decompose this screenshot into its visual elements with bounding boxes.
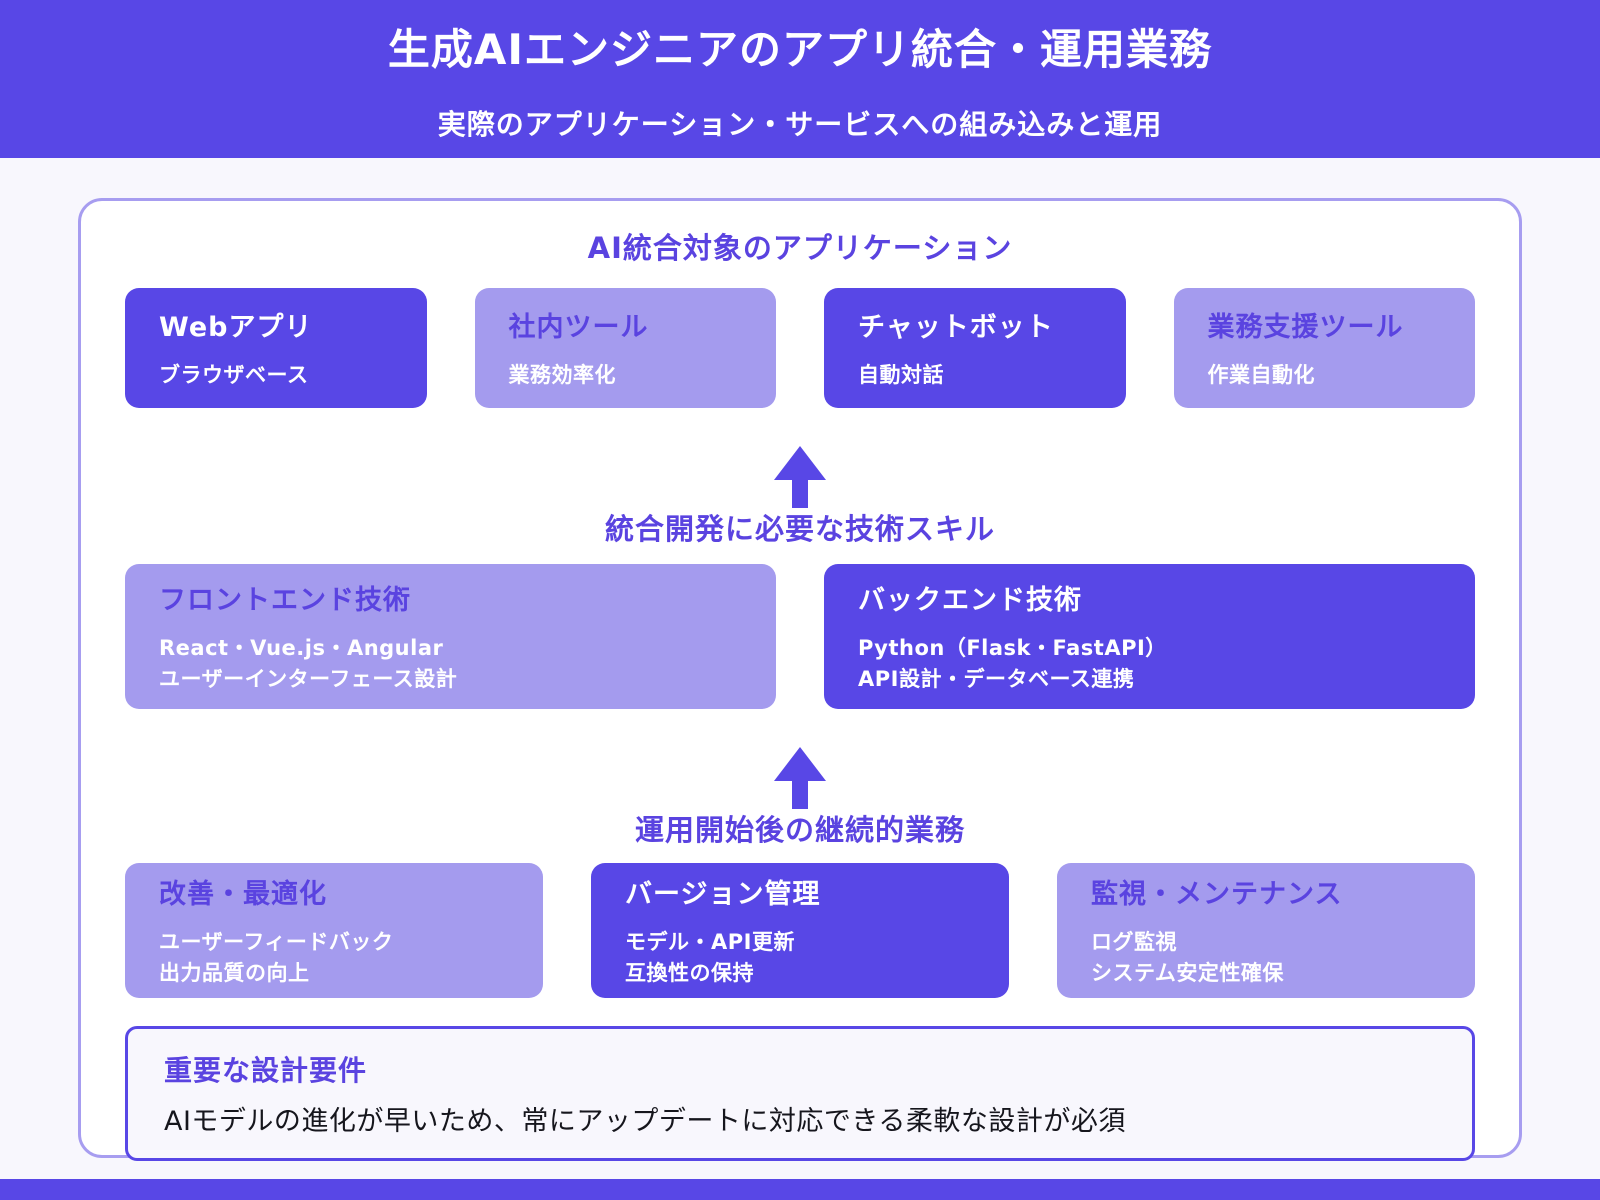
card-title: バックエンド技術 [858,584,1082,616]
card-frontend: フロントエンド技術 React・Vue.js・Angular ユーザーインターフ… [125,564,776,709]
card-version-control: バージョン管理 モデル・API更新 互換性の保持 [591,863,1009,998]
arrow-stem [792,781,808,809]
card-body-line: API設計・データベース連携 [858,667,1135,691]
operations-row: 改善・最適化 ユーザーフィードバック 出力品質の向上 バージョン管理 モデル・A… [125,863,1475,998]
card-title: 社内ツール [508,311,649,343]
card-body-line: React・Vue.js・Angular [159,635,444,660]
card-body: モデル・API更新 互換性の保持 [625,927,975,990]
card-title: 監視・メンテナンス [1091,878,1343,910]
up-arrow-icon [774,446,826,508]
footer-band [0,1179,1600,1200]
arrow-head [774,747,826,781]
card-internal-tools: 社内ツール 業務効率化 [474,288,776,408]
card-subtitle: 業務効率化 [508,362,616,387]
card-backend: バックエンド技術 Python（Flask・FastAPI） API設計・データ… [824,564,1475,709]
section-title-skills: 統合開発に必要な技術スキル [604,512,995,546]
card-title: バージョン管理 [625,878,821,910]
card-title: 改善・最適化 [159,878,327,910]
skills-row: フロントエンド技術 React・Vue.js・Angular ユーザーインターフ… [125,564,1475,709]
card-body-line: Python（Flask・FastAPI） [858,635,1167,660]
note-box: 重要な設計要件 AIモデルの進化が早いため、常にアップデートに対応できる柔軟な設… [125,1026,1475,1161]
card-body-line: システム安定性確保 [1091,961,1284,985]
card-body-line: ユーザーインターフェース設計 [159,667,458,691]
card-subtitle: 自動対話 [858,362,944,387]
card-title: フロントエンド技術 [159,584,411,616]
card-monitoring: 監視・メンテナンス ログ監視 システム安定性確保 [1057,863,1475,998]
main-panel: AI統合対象のアプリケーション Webアプリ ブラウザベース 社内ツール 業務効… [78,198,1522,1161]
card-title: 業務支援ツール [1207,311,1404,343]
card-subtitle: 作業自動化 [1207,362,1315,387]
card-title: チャットボット [858,311,1054,343]
card-business-support-tools: 業務支援ツール 作業自動化 [1173,288,1475,408]
page-title: 生成AIエンジニアのアプリ統合・運用業務 [387,24,1213,74]
card-webapp: Webアプリ ブラウザベース [125,288,427,408]
card-subtitle: ブラウザベース [159,362,309,387]
header-band: 生成AIエンジニアのアプリ統合・運用業務 実際のアプリケーション・サービスへの組… [0,0,1600,158]
card-body-line: 出力品質の向上 [159,961,310,985]
applications-row: Webアプリ ブラウザベース 社内ツール 業務効率化 チャットボット 自動対話 … [125,288,1475,408]
card-improvement: 改善・最適化 ユーザーフィードバック 出力品質の向上 [125,863,543,998]
note-title: 重要な設計要件 [164,1054,368,1087]
card-body: React・Vue.js・Angular ユーザーインターフェース設計 [159,633,742,696]
section-title-applications: AI統合対象のアプリケーション [587,231,1013,265]
card-body-line: 互換性の保持 [625,961,754,985]
card-body-line: モデル・API更新 [625,929,795,954]
up-arrow-icon [774,747,826,809]
card-body-line: ログ監視 [1091,929,1177,954]
card-chatbot: チャットボット 自動対話 [824,288,1126,408]
card-title: Webアプリ [159,311,313,343]
section-title-operations: 運用開始後の継続的業務 [634,813,965,847]
card-body-line: ユーザーフィードバック [159,929,394,954]
note-body: AIモデルの進化が早いため、常にアップデートに対応できる柔軟な設計が必須 [164,1106,1126,1137]
arrow-head [774,446,826,480]
arrow-stem [792,480,808,508]
card-body: Python（Flask・FastAPI） API設計・データベース連携 [858,633,1441,696]
page-subtitle: 実際のアプリケーション・サービスへの組み込みと運用 [437,107,1163,141]
card-body: ログ監視 システム安定性確保 [1091,927,1441,990]
card-body: ユーザーフィードバック 出力品質の向上 [159,927,509,990]
